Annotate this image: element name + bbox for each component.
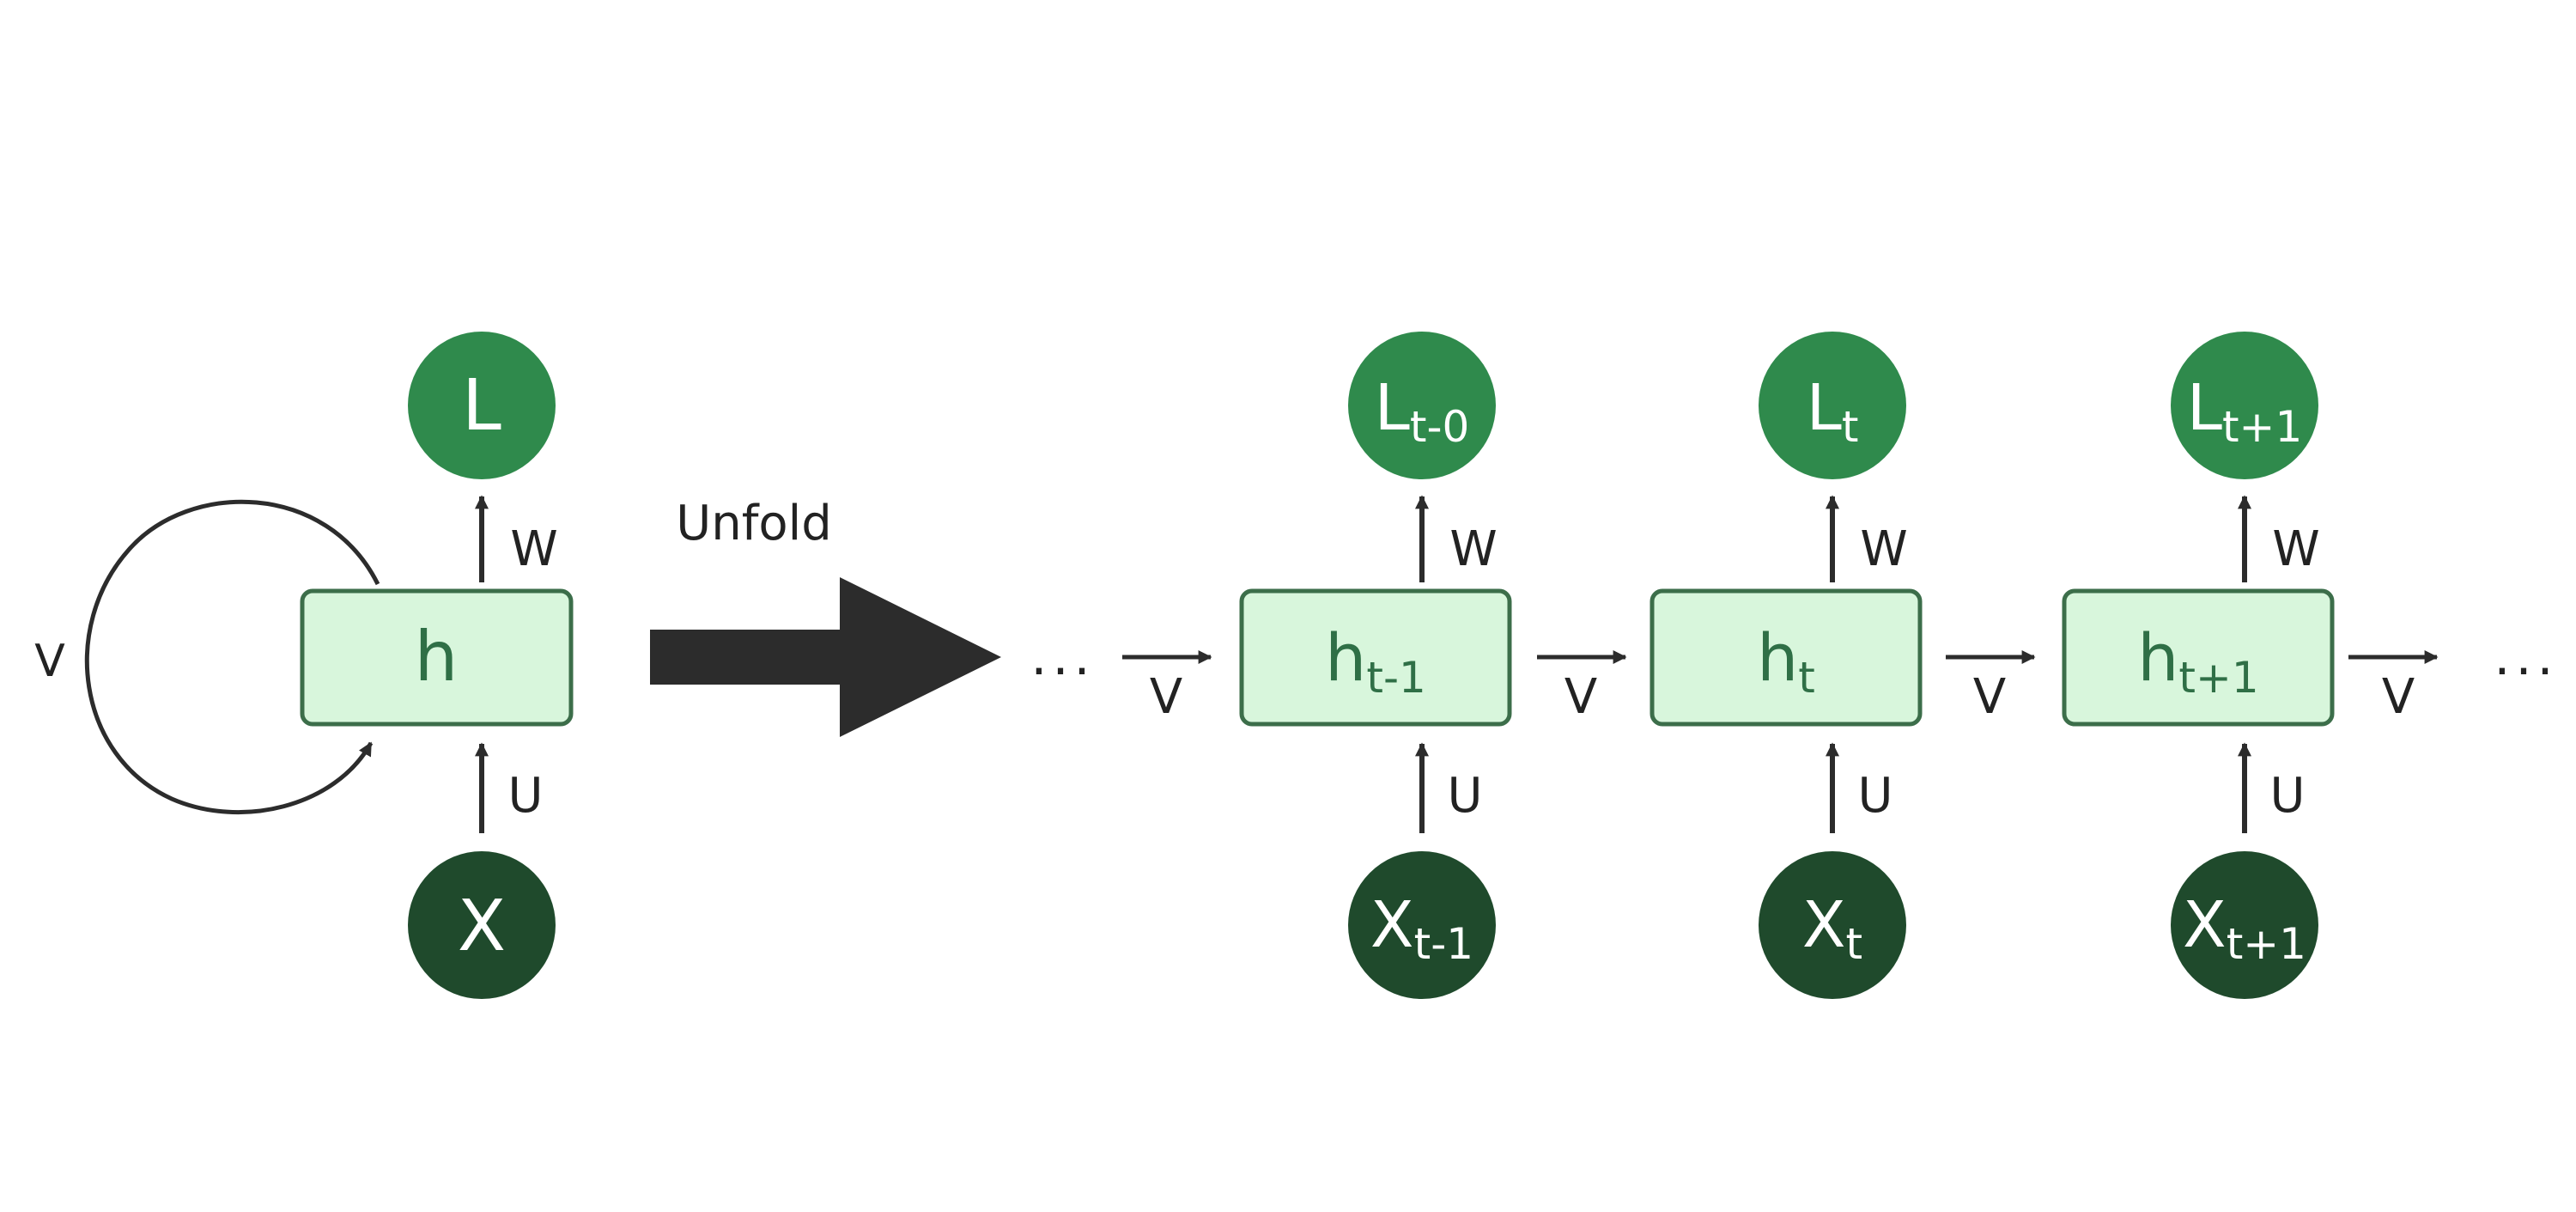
unfold-transition: Unfold — [650, 496, 1001, 737]
hidden-node — [2062, 588, 2335, 727]
hidden-node — [1239, 588, 1512, 727]
unfold-label: Unfold — [676, 496, 832, 551]
output-node — [408, 332, 556, 479]
input-node-label: Xt+1 — [2183, 888, 2306, 969]
w-label: W — [510, 521, 557, 577]
u-label: U — [1858, 768, 1893, 824]
time-step-1: Lt W ht U Xt — [1649, 332, 1923, 999]
output-node — [2171, 332, 2318, 479]
hidden-node-label: ht — [1757, 619, 1815, 703]
time-step-2: Lt+1 W ht+1 U Xt+1 — [2062, 332, 2335, 999]
hidden-node-label: h — [415, 617, 459, 697]
input-node-label: X — [458, 886, 506, 967]
v-label-1: V — [1564, 669, 1597, 725]
ellipsis-left: ... — [1030, 627, 1095, 687]
v-label-out: V — [2382, 669, 2415, 725]
output-node-label: Lt-0 — [1375, 371, 1470, 452]
input-node — [408, 851, 556, 999]
unfold-arrow — [650, 577, 1001, 737]
output-node — [1348, 332, 1496, 479]
w-label: W — [1860, 521, 1907, 577]
output-node — [1759, 332, 1906, 479]
unfolded-rnn: ... ... V V V V Lt-0 W ht-1 U Xt-1 Lt — [1030, 332, 2558, 999]
w-label: W — [1449, 521, 1497, 577]
u-label: U — [2270, 768, 2306, 824]
input-node — [1348, 851, 1496, 999]
time-step-0: Lt-0 W ht-1 U Xt-1 — [1239, 332, 1512, 999]
hidden-node-label: ht-1 — [1325, 619, 1426, 703]
recurrent-weight-label: V — [34, 636, 65, 687]
ellipsis-right: ... — [2494, 627, 2558, 687]
w-label: W — [2272, 521, 2319, 577]
input-node-label: Xt-1 — [1370, 888, 1473, 969]
output-node-label: Lt — [1807, 371, 1859, 452]
recurrent-loop-arrow — [84, 499, 380, 815]
hidden-node — [1649, 588, 1923, 727]
input-node-label: Xt — [1802, 888, 1862, 969]
folded-rnn: V L W h U X — [34, 332, 574, 999]
v-label-in: V — [1150, 669, 1182, 725]
u-label: U — [508, 768, 544, 824]
hidden-node-label: ht+1 — [2137, 619, 2258, 703]
u-label: U — [1448, 768, 1483, 824]
hidden-node — [300, 588, 574, 727]
input-node — [2171, 851, 2318, 999]
output-node-label: L — [462, 365, 501, 447]
v-label-2: V — [1973, 669, 2006, 725]
input-node — [1759, 851, 1906, 999]
output-node-label: Lt+1 — [2187, 371, 2303, 452]
